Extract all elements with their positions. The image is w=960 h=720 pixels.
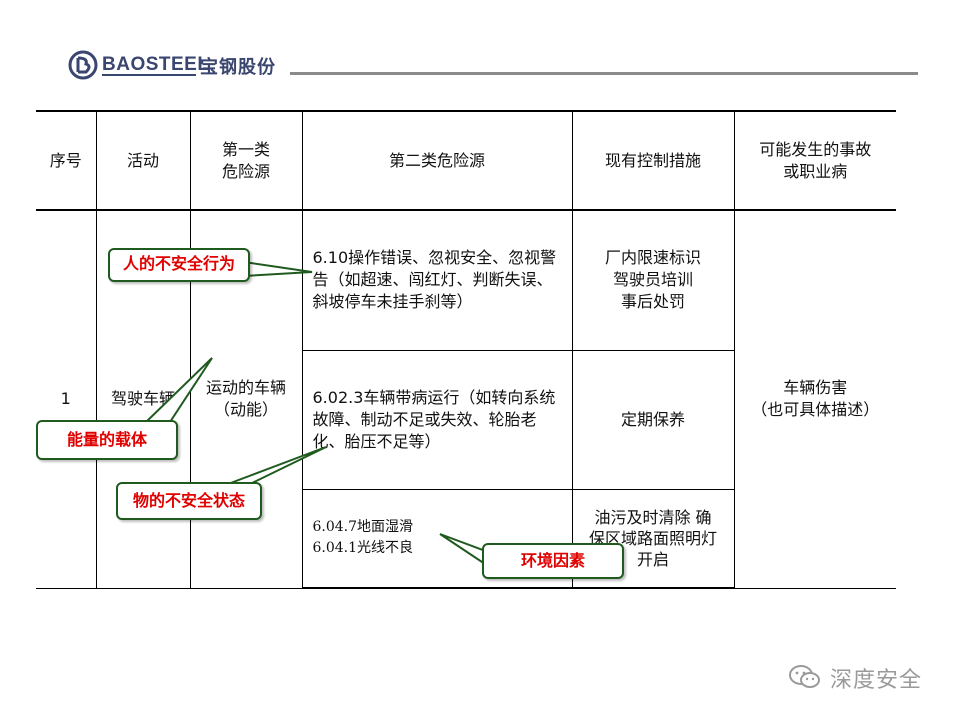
cell-hazard2-2: 6.02.3车辆带病运行（如转向系统故障、制动不足或失效、轮胎老化、胎压不足等）: [302, 349, 573, 490]
table-header-row: 序号 活动 第一类 危险源 第二类危险源 现有控制措施 可能发生的事故 或职业病: [36, 110, 896, 211]
watermark-text: 深度安全: [830, 668, 923, 693]
cell-control-2: 定期保养: [571, 349, 734, 490]
cell-control-1: 厂内限速标识 驾驶员培训 事后处罚: [571, 209, 735, 351]
callout-object-unsafe-state: 物的不安全状态: [116, 482, 262, 520]
logo-text-cn: 宝钢股份: [200, 57, 276, 78]
logo-underline: [102, 74, 196, 76]
hazard-table: 序号 活动 第一类 危险源 第二类危险源 现有控制措施 可能发生的事故 或职业病…: [36, 110, 896, 589]
col-header-outcome: 可能发生的事故 或职业病: [733, 110, 896, 211]
cell-hazard2-1: 6.10操作错误、忽视安全、忽视警告（如超速、闯红灯、判断失误、斜坡停车未挂手刹…: [301, 209, 573, 351]
col-header-hazard2: 第二类危险源: [301, 110, 573, 211]
cell-outcome: 车辆伤害 （也可具体描述）: [733, 209, 896, 589]
callout-human-unsafe-act: 人的不安全行为: [108, 248, 250, 282]
cell-no: 1: [36, 209, 97, 589]
col-header-hazard1: 第一类 危险源: [189, 110, 303, 211]
table-row: 1 驾驶车辆 运动的车辆 （动能） 6.10操作错误、忽视安全、忽视警告（如超速…: [36, 209, 896, 589]
callout-energy-carrier: 能量的载体: [36, 420, 178, 460]
callout-environment: 环境因素: [482, 543, 624, 579]
wechat-icon: [789, 665, 820, 688]
col-header-control: 现有控制措施: [571, 110, 735, 211]
logo-text-en: BAOSTEEL: [102, 54, 210, 75]
table-row: 6.02.3车辆带病运行（如转向系统故障、制动不足或失效、轮胎老化、胎压不足等）…: [36, 349, 896, 490]
col-header-activity: 活动: [95, 110, 191, 211]
col-header-no: 序号: [36, 110, 97, 211]
header-divider: [290, 72, 918, 75]
baosteel-logo-icon: [68, 50, 98, 80]
